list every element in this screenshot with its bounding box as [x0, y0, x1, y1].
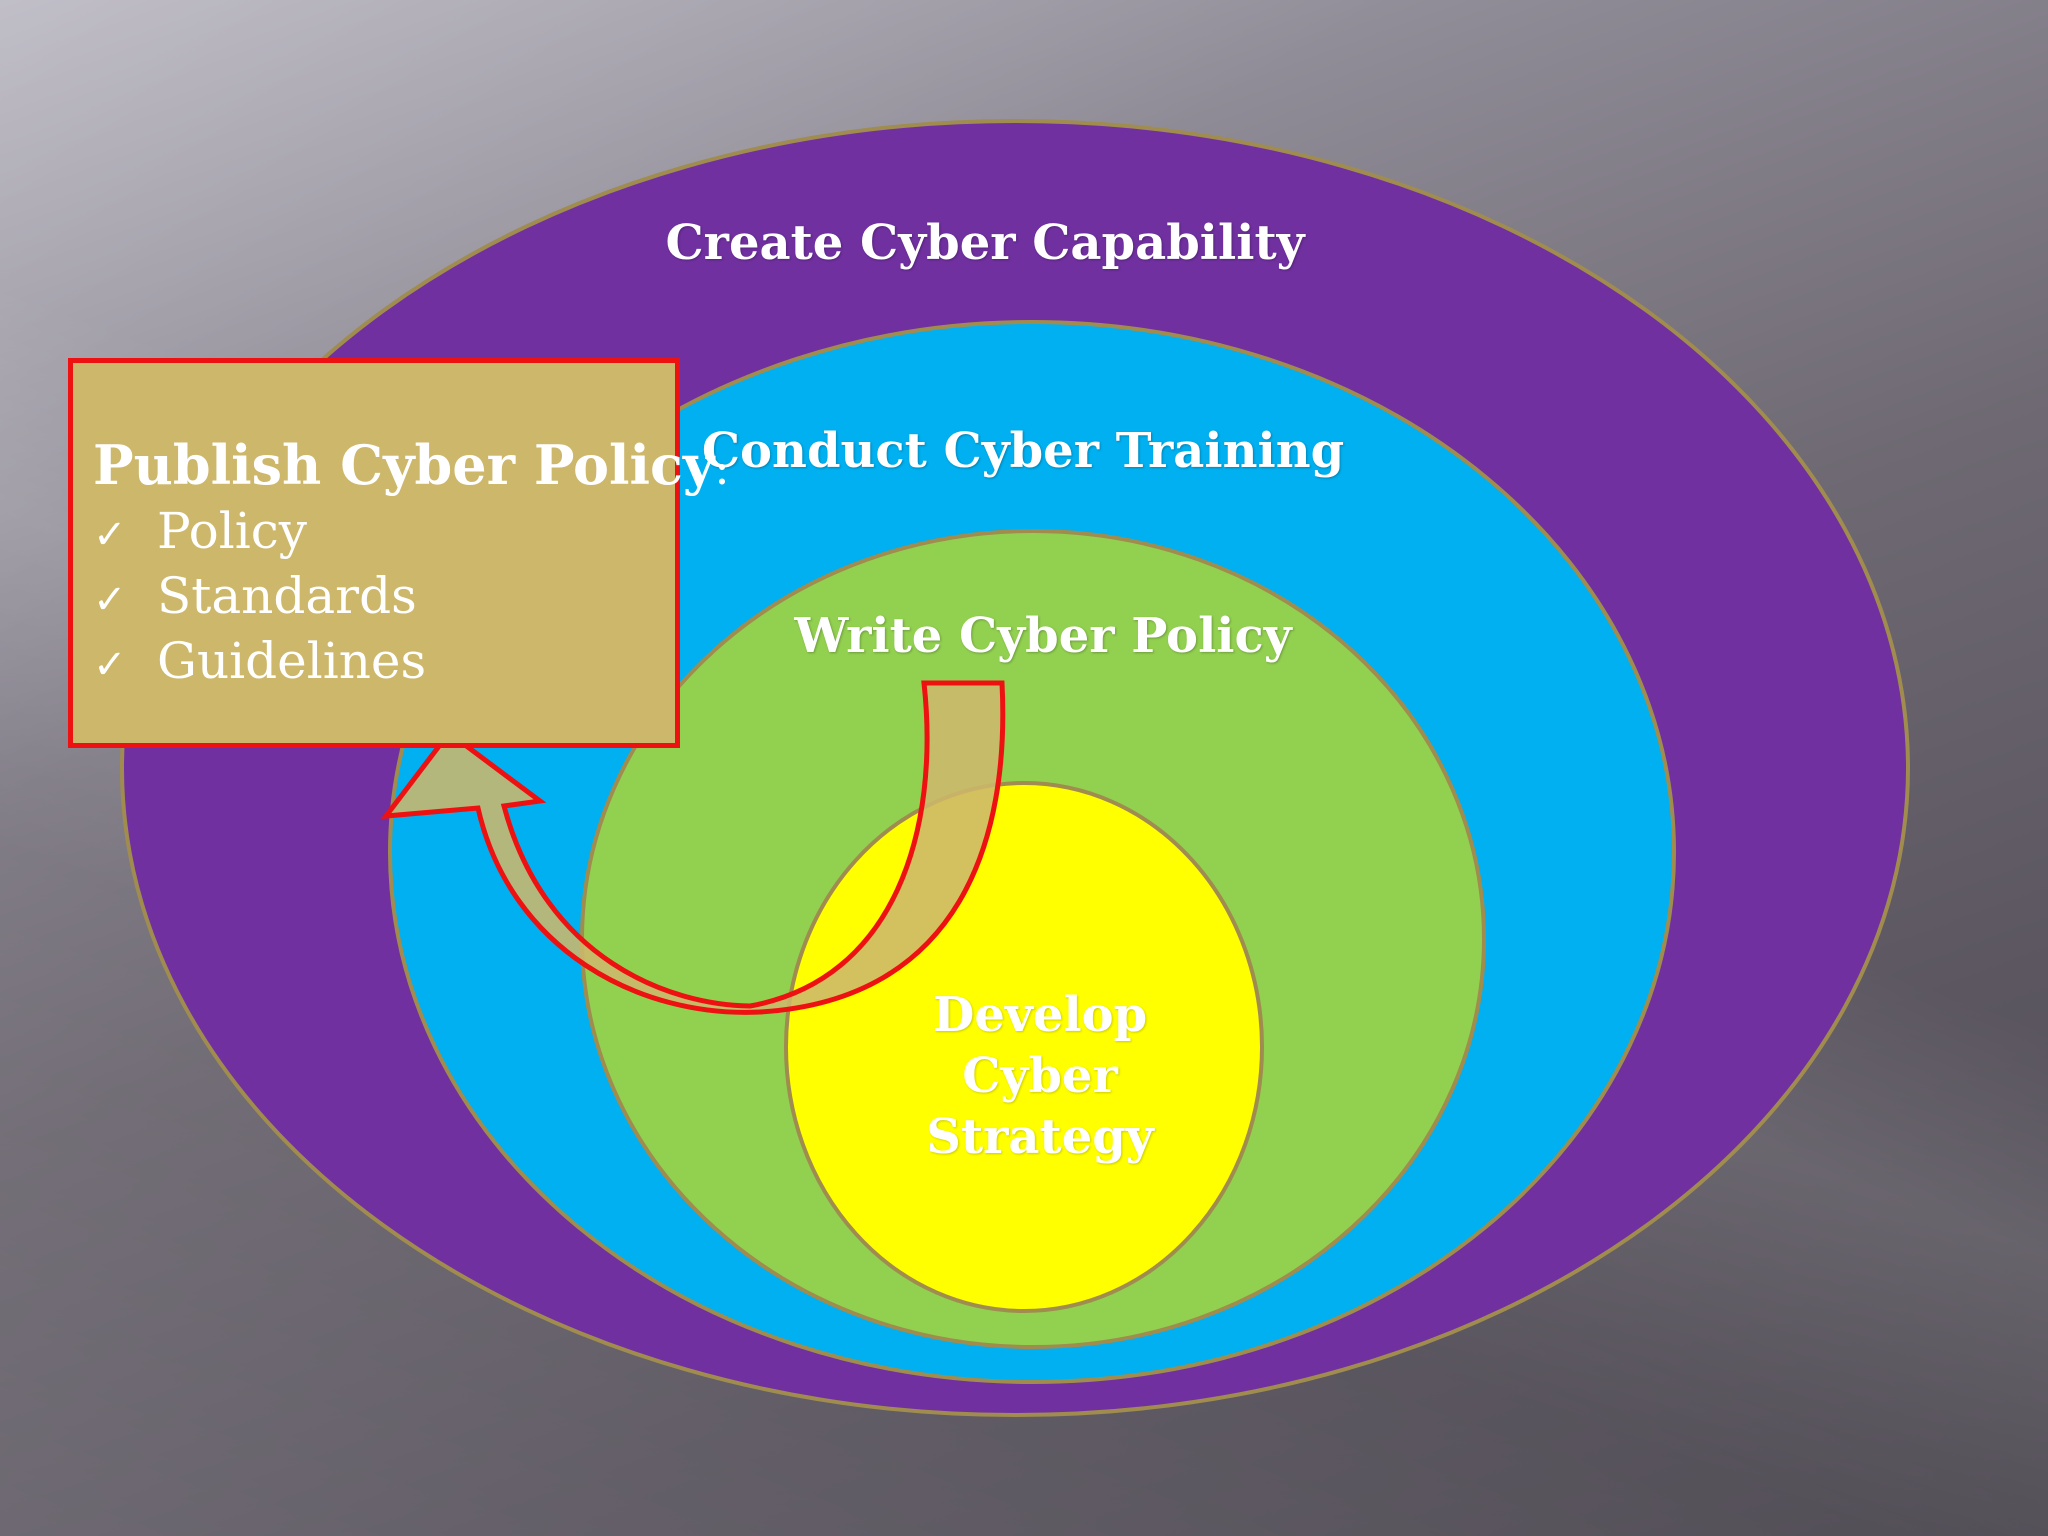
strategy-label-line1: Develop: [932, 987, 1148, 1043]
check-mark-icon: ✓: [93, 642, 127, 688]
publish-policy-title-text: Publish Cyber Policy: [93, 433, 715, 497]
deliverables-list: ✓ Policy ✓ Standards ✓ Guidelines: [93, 501, 675, 696]
check-mark-icon: ✓: [93, 512, 127, 558]
list-item-label: Policy: [157, 502, 307, 560]
curved-arrow: [380, 680, 1006, 1015]
capability-label: Create Cyber Capability: [665, 215, 1305, 271]
training-label: Conduct Cyber Training: [701, 423, 1345, 479]
list-item: ✓ Guidelines: [93, 631, 675, 696]
list-item-label: Standards: [157, 567, 417, 625]
publish-policy-box: Publish Cyber Policy: ✓ Policy ✓ Standards…: [68, 358, 730, 748]
check-mark-icon: ✓: [93, 577, 127, 623]
title-colon: :: [714, 441, 730, 495]
strategy-label: Develop Cyber Strategy: [890, 985, 1190, 1168]
list-item: ✓ Standards: [93, 566, 675, 631]
strategy-label-line2: Cyber: [962, 1048, 1118, 1104]
list-item-label: Guidelines: [157, 632, 427, 690]
policy-label: Write Cyber Policy: [794, 608, 1292, 664]
list-item: ✓ Policy: [93, 501, 675, 566]
publish-policy-title: Publish Cyber Policy:: [93, 433, 730, 497]
strategy-label-line3: Strategy: [926, 1109, 1154, 1165]
